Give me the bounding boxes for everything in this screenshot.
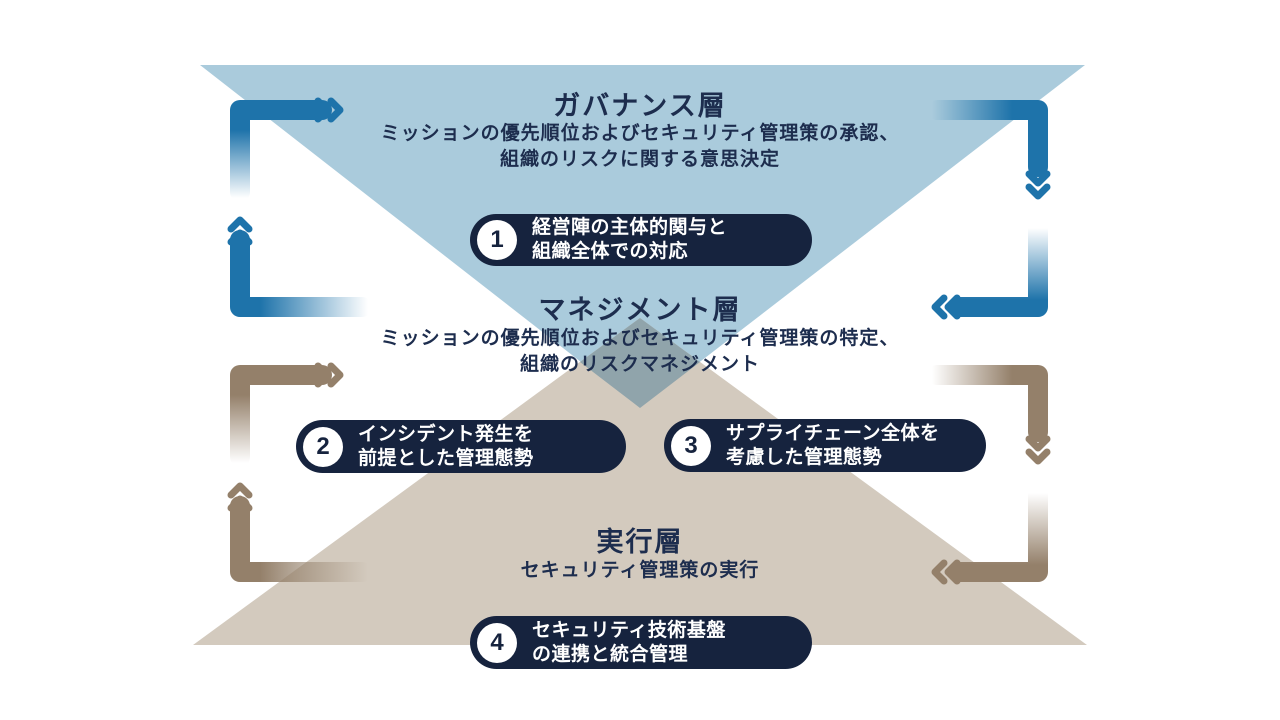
layer-desc-execution-line1: セキュリティ管理策の実行 [520, 560, 760, 581]
layer-desc-execution: セキュリティ管理策の実行 [0, 558, 1280, 584]
cycle-arrow-blue-bottom-left [227, 216, 372, 317]
cycle-arrow-blue-bottom-right [931, 220, 1048, 320]
layer-title-governance: ガバナンス層 [553, 91, 727, 121]
cycle-arrow-blue-top-right [927, 100, 1051, 200]
triangle-overlap [580, 318, 700, 408]
point-number-badge: 1 [477, 220, 517, 260]
point-pill-4: 4 セキュリティ技術基盤 の連携と統合管理 [470, 616, 812, 669]
point-pill-3-text: サプライチェーン全体を 考慮した管理態勢 [726, 422, 940, 470]
cycle-arrow-tan-bottom-right [931, 485, 1048, 585]
layer-title-management: マネジメント層 [538, 295, 742, 325]
layer-desc-management-line2: 組織のリスクマネジメント [519, 354, 760, 375]
execution-triangle [193, 318, 1087, 645]
point-pill-1-line1: 経営陣の主体的関与と [532, 217, 728, 238]
cycle-arrow-tan-top-right [927, 365, 1051, 465]
cycle-arrow-blue-top-left [230, 97, 344, 202]
layer-desc-governance-line2: 組織のリスクに関する意思決定 [499, 149, 780, 170]
point-pill-4-line2: の連携と統合管理 [532, 643, 689, 665]
cycle-arrow-tan-top-left [230, 362, 344, 467]
point-number-badge: 4 [477, 622, 517, 663]
layer-desc-governance-line1: ミッションの優先順位およびセキュリティ管理策の承認、 [380, 123, 900, 144]
point-pill-3-line1: サプライチェーン全体を [726, 422, 940, 444]
point-pill-1: 1 経営陣の主体的関与と 組織全体での対応 [470, 214, 812, 266]
point-number-badge: 2 [303, 426, 343, 467]
layer-desc-governance: ミッションの優先順位およびセキュリティ管理策の承認、 組織のリスクに関する意思決… [0, 121, 1280, 173]
point-pill-4-text: セキュリティ技術基盤 の連携と統合管理 [532, 619, 726, 667]
point-number-badge: 3 [671, 425, 711, 466]
layer-desc-management-line1: ミッションの優先順位およびセキュリティ管理策の特定、 [380, 328, 900, 349]
point-pill-3-line2: 考慮した管理態勢 [726, 446, 883, 468]
point-pill-2-line1: インシデント発生を [358, 423, 534, 445]
point-pill-3: 3 サプライチェーン全体を 考慮した管理態勢 [664, 419, 986, 472]
layer-title-execution: 実行層 [596, 527, 684, 557]
point-pill-2-line2: 前提とした管理態勢 [358, 447, 534, 469]
cycle-arrow-tan-bottom-left [227, 482, 372, 582]
layer-desc-management: ミッションの優先順位およびセキュリティ管理策の特定、 組織のリスクマネジメント [0, 326, 1280, 378]
point-pill-4-line1: セキュリティ技術基盤 [532, 619, 726, 641]
point-pill-2-text: インシデント発生を 前提とした管理態勢 [358, 423, 534, 471]
point-pill-1-text: 経営陣の主体的関与と 組織全体での対応 [532, 216, 727, 264]
point-pill-2: 2 インシデント発生を 前提とした管理態勢 [296, 420, 626, 473]
point-pill-1-line2: 組織全体での対応 [532, 241, 689, 262]
